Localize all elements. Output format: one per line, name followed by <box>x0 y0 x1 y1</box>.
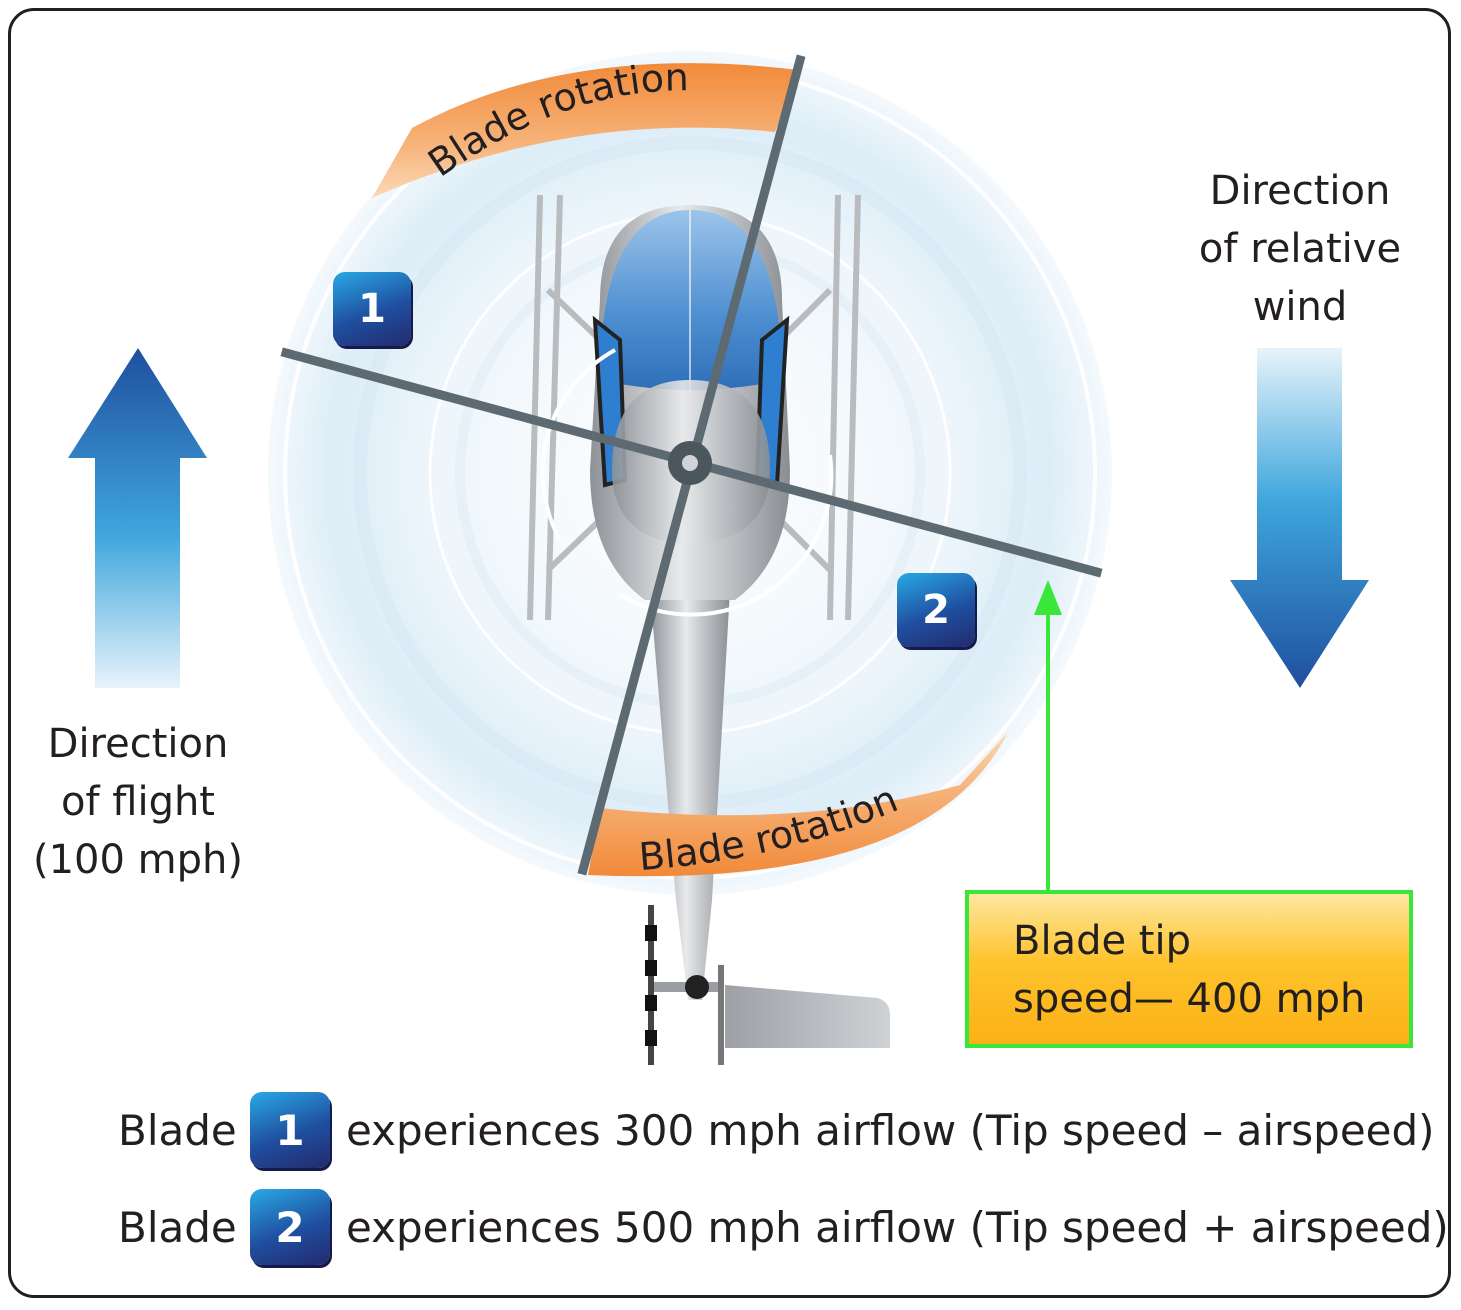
tail-fin <box>725 985 890 1048</box>
tip-speed-line1: Blade tip <box>1013 918 1191 964</box>
tip-speed-line2: speed— 400 mph <box>1013 976 1366 1022</box>
tail-boom <box>650 590 730 1000</box>
legend-word: Blade <box>118 1202 237 1252</box>
relative-wind-arrow <box>1230 348 1369 688</box>
legend-word: Blade <box>118 1105 237 1155</box>
tip-speed-callout-arrowhead <box>1034 580 1062 615</box>
legend-text-2: experiences 500 mph airflow (Tip speed +… <box>346 1202 1449 1252</box>
blade-rotation-band-bottom <box>588 732 1008 877</box>
blade-1-badge-label: 1 <box>358 286 386 332</box>
blade-1-badge: 1 <box>333 272 411 346</box>
blade-rotation-band-top <box>372 63 798 199</box>
tail-rotor <box>645 905 724 1065</box>
legend-badge-2: 2 <box>250 1189 330 1265</box>
flight-direction-arrow <box>68 348 207 688</box>
flight-label-line2: of flight <box>60 779 215 825</box>
relative-wind-label: Direction of relative wind <box>1175 162 1425 336</box>
legend-text-1: experiences 300 mph airflow (Tip speed –… <box>346 1105 1435 1155</box>
blade-2-badge: 2 <box>897 573 975 647</box>
legend-row-blade-2: Blade 2 experiences 500 mph airflow (Tip… <box>118 1188 1449 1266</box>
blade-tip-speed-box: Blade tip speed— 400 mph <box>965 890 1413 1048</box>
legend-row-blade-1: Blade 1 experiences 300 mph airflow (Tip… <box>118 1091 1435 1169</box>
wind-label-line3: wind <box>1252 284 1348 330</box>
wind-label-line1: Direction <box>1209 168 1391 214</box>
wind-label-line2: of relative <box>1198 226 1402 272</box>
flight-label-line3: (100 mph) <box>33 837 243 883</box>
blade-2-badge-label: 2 <box>922 587 950 633</box>
flight-label-line1: Direction <box>47 721 229 767</box>
landing-skids <box>527 194 861 621</box>
diagram-frame <box>8 8 1451 1298</box>
direction-of-flight-label: Direction of flight (100 mph) <box>18 715 258 889</box>
legend-badge-1: 1 <box>250 1092 330 1168</box>
